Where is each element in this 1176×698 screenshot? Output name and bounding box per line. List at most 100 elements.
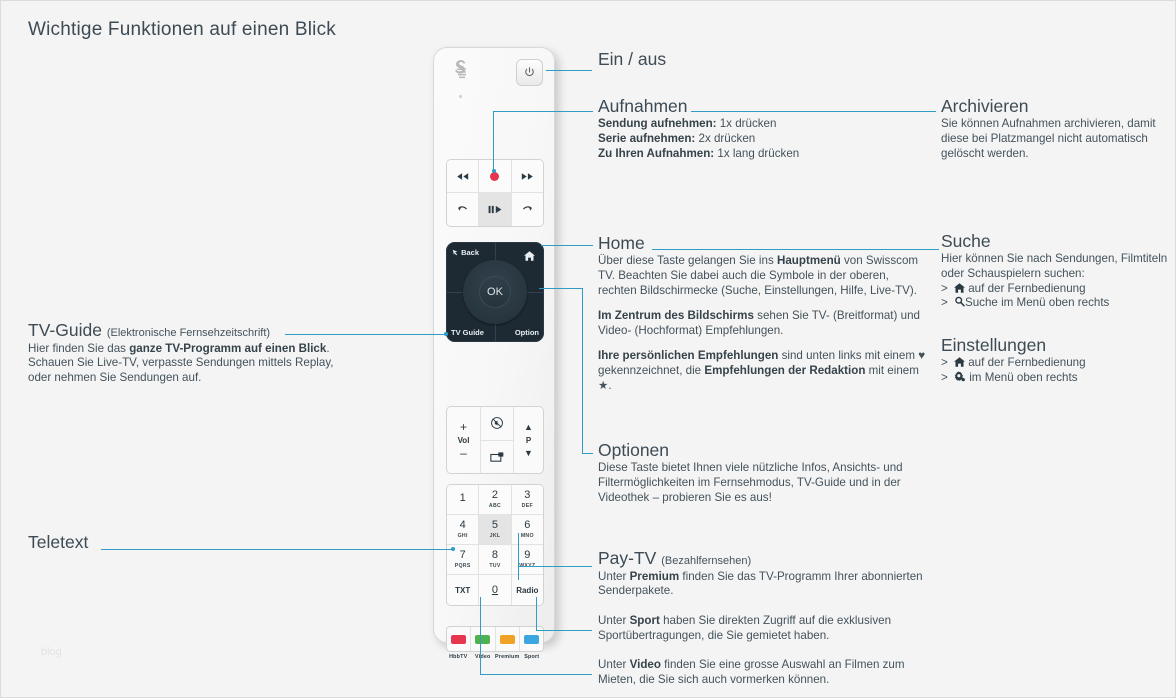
connector-dot-aufnahmen xyxy=(492,169,496,173)
section-home: Home Über diese Taste gelangen Sie ins H… xyxy=(598,234,928,393)
key-6-letters: MNO xyxy=(520,533,534,539)
home-p3-c1: sind unten links mit einem xyxy=(778,349,919,363)
key-2-number: 2 xyxy=(491,489,499,501)
home-paragraph-1: Über diese Taste gelangen Sie ins Hauptm… xyxy=(598,254,928,298)
section-pay-tv-heading: Pay-TV (Bezahlfernsehen) xyxy=(598,549,928,568)
power-button[interactable] xyxy=(516,59,543,86)
forward-button[interactable] xyxy=(511,160,543,193)
mute-button[interactable] xyxy=(481,407,513,441)
pay-tv-c: finden Sie das TV-Programm Ihrer abonnie… xyxy=(598,569,923,598)
key-2[interactable]: 2 ABC xyxy=(479,485,512,515)
pay-tv-heading-main: Pay-TV xyxy=(598,548,657,568)
key-5[interactable]: 5 JKL xyxy=(479,515,512,545)
key-3[interactable]: 3 DEF xyxy=(511,485,543,515)
section-tv-guide-body: Hier finden Sie das ganze TV-Programm au… xyxy=(28,342,388,386)
volume-pad: + Vol – xyxy=(446,406,544,474)
tv-guide-heading-main: TV-Guide xyxy=(28,320,102,340)
volume-down-button[interactable]: – xyxy=(460,445,467,460)
section-ein-aus: Ein / aus xyxy=(598,50,666,69)
connector-ein-aus xyxy=(546,70,592,71)
home-icon xyxy=(954,282,965,295)
key-1[interactable]: 1 xyxy=(447,485,480,515)
section-home-heading: Home xyxy=(598,233,645,253)
video-b: Video xyxy=(629,658,661,671)
hbbtv-swatch xyxy=(451,634,467,644)
section-optionen-heading: Optionen xyxy=(598,440,670,460)
key-0[interactable]: 0 xyxy=(479,575,512,605)
play-pause-button[interactable] xyxy=(479,193,512,226)
dpad-option-label[interactable]: Option xyxy=(514,328,539,337)
aufnahmen-line-1-bold: Sendung aufnehmen: xyxy=(598,117,717,131)
connector-dot-tv-guide xyxy=(444,332,448,336)
dpad-tvguide-label[interactable]: TV Guide xyxy=(451,328,484,337)
connector-dot-teletext xyxy=(451,547,455,551)
swisscom-logo xyxy=(448,58,474,84)
home-p3-b2: Empfehlungen der Redaktion xyxy=(704,363,866,377)
key-1-number: 1 xyxy=(459,492,466,504)
aufnahmen-line-2: Serie aufnehmen: 2x drücken xyxy=(598,132,898,147)
home-p3-c3: mit einem xyxy=(865,363,919,377)
color-key-premium[interactable] xyxy=(496,627,520,651)
transport-pad xyxy=(446,159,544,227)
section-aufnahmen-body: Sendung aufnehmen: 1x drücken Serie aufn… xyxy=(598,117,898,161)
einstellungen-bullet-1-marker: > xyxy=(941,356,948,370)
key-9-number: 9 xyxy=(524,549,531,561)
home-p3-c4: . xyxy=(608,378,612,392)
key-9[interactable]: 9 WXYZ xyxy=(511,545,543,575)
key-radio[interactable]: Radio xyxy=(511,575,543,605)
key-8-letters: TUV xyxy=(489,563,501,569)
program-up-button[interactable]: ▲ xyxy=(524,421,533,432)
ok-button[interactable]: OK xyxy=(479,276,511,308)
volume-up-button[interactable]: + xyxy=(459,419,467,434)
program-down-button[interactable]: ▼ xyxy=(524,447,533,458)
einstellungen-bullet-2: > im Menü oben rechts xyxy=(941,370,1175,386)
sport-b: Sport xyxy=(629,614,660,627)
connector-video-horizontal xyxy=(480,674,592,675)
dpad-home-icon[interactable] xyxy=(524,248,535,266)
key-txt[interactable]: TXT xyxy=(447,575,480,605)
rewind-button[interactable] xyxy=(447,160,480,193)
tv-guide-line-3: oder nehmen Sie Sendungen auf. xyxy=(28,370,202,384)
key-6-number: 6 xyxy=(524,519,531,531)
aufnahmen-line-1: Sendung aufnehmen: 1x drücken xyxy=(598,117,898,132)
aufnahmen-line-3-rest: 1x lang drücken xyxy=(714,146,800,160)
section-video: Unter Video finden Sie eine grosse Auswa… xyxy=(598,658,928,687)
aufnahmen-line-2-rest: 2x drücken xyxy=(695,131,756,145)
color-key-hbbtv[interactable] xyxy=(447,627,472,651)
connector-optionen-stub xyxy=(539,288,582,289)
color-key-video[interactable] xyxy=(471,627,496,651)
pay-tv-a: Unter xyxy=(598,569,630,583)
key-6[interactable]: 6 MNO xyxy=(511,515,543,545)
program-column[interactable]: ▲ P ▼ xyxy=(512,407,543,473)
suche-bullet-1: > auf der Fernbedienung xyxy=(941,282,1175,297)
heart-icon: ♥ xyxy=(918,349,926,363)
premium-swatch xyxy=(499,634,515,644)
key-8[interactable]: 8 TUV xyxy=(479,545,512,575)
color-key-sport[interactable] xyxy=(520,627,543,651)
key-4[interactable]: 4 GHI xyxy=(447,515,480,545)
sport-a: Unter xyxy=(598,614,630,627)
replay-button[interactable] xyxy=(447,193,480,226)
einstellungen-bullet-1-text: auf der Fernbedienung xyxy=(968,356,1086,370)
record-button[interactable] xyxy=(479,160,512,193)
aufnahmen-line-2-bold: Serie aufnehmen: xyxy=(598,131,696,145)
home-p1-c: von Swisscom TV. Beachten Sie dabei auch… xyxy=(598,254,919,297)
connector-sport-horizontal xyxy=(536,630,592,631)
key-7-number: 7 xyxy=(459,549,466,561)
dpad[interactable]: Back OK TV Guide Option xyxy=(446,242,544,342)
key-2-letters: ABC xyxy=(488,503,502,509)
teletext-button[interactable] xyxy=(481,441,513,474)
section-sport-body: Unter Sport haben Sie direkten Zugriff a… xyxy=(598,614,928,643)
connector-tv-guide xyxy=(285,334,447,335)
section-archivieren-heading: Archivieren xyxy=(941,96,1029,116)
skip-button[interactable] xyxy=(511,193,543,226)
dpad-back-text: Back xyxy=(461,248,480,257)
center-column xyxy=(480,407,514,473)
aufnahmen-line-1-rest: 1x drücken xyxy=(716,117,777,131)
connector-teletext xyxy=(101,549,453,550)
dpad-back-label[interactable]: Back xyxy=(452,248,479,257)
section-teletext-heading: Teletext xyxy=(28,532,89,552)
section-home-body: Über diese Taste gelangen Sie ins Hauptm… xyxy=(598,254,928,393)
volume-column[interactable]: + Vol – xyxy=(447,407,480,473)
